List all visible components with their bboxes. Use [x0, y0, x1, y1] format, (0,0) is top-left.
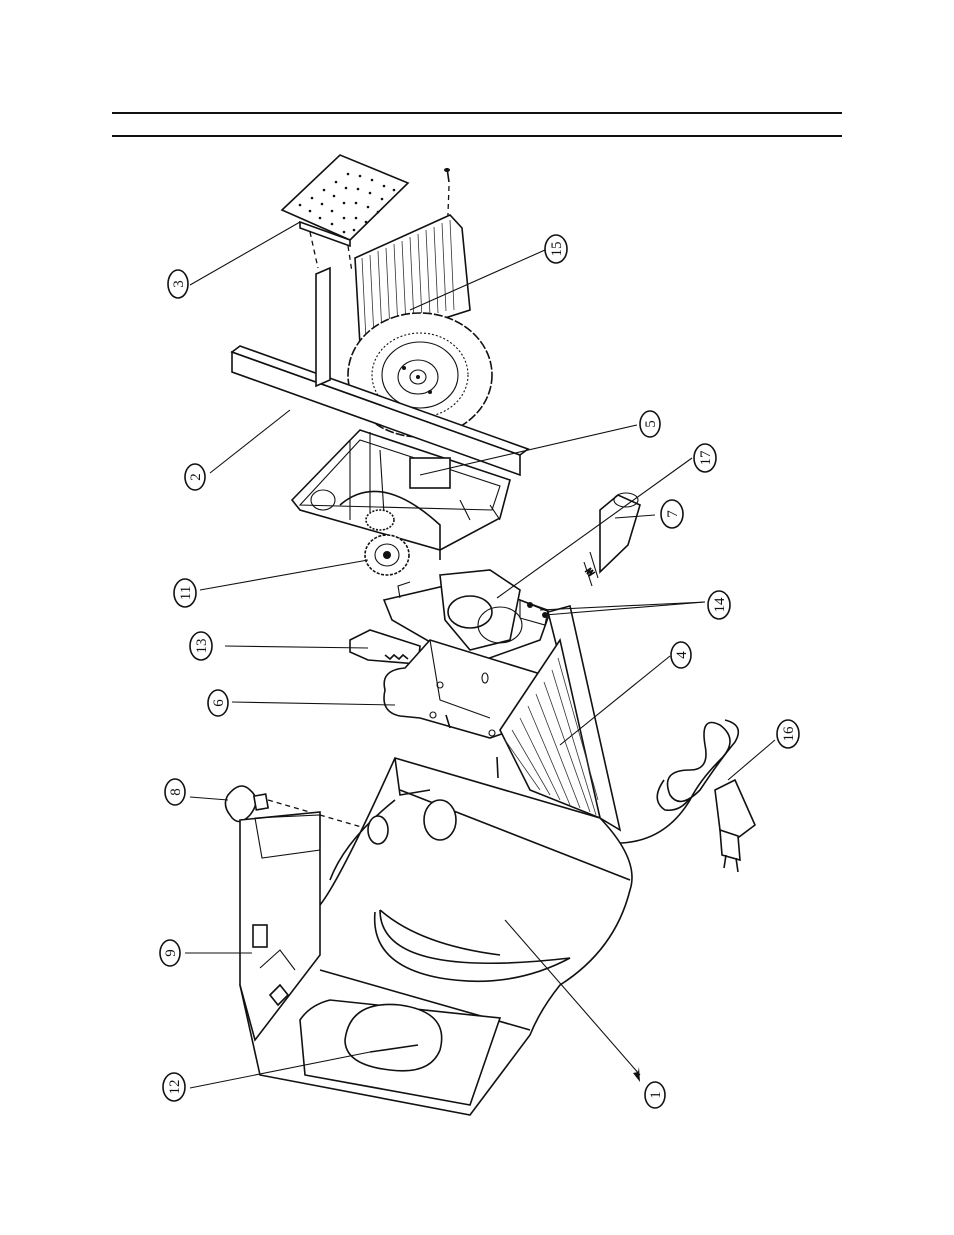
svg-text:3: 3 — [171, 280, 187, 288]
svg-text:12: 12 — [167, 1080, 183, 1095]
callout-16: 16 — [777, 720, 799, 748]
callout-13: 13 — [190, 632, 212, 660]
svg-text:11: 11 — [178, 586, 194, 600]
svg-text:15: 15 — [549, 242, 565, 257]
svg-text:4: 4 — [674, 651, 690, 659]
callout-9: 9 — [160, 940, 180, 966]
callout-5: 5 — [640, 411, 660, 437]
svg-text:7: 7 — [665, 510, 681, 518]
callout-17: 17 — [694, 444, 716, 472]
callout-3: 3 — [168, 270, 188, 298]
part-7-knob — [584, 493, 640, 586]
svg-text:2: 2 — [188, 473, 204, 481]
part-13-clip — [350, 630, 420, 664]
svg-text:6: 6 — [211, 699, 227, 707]
svg-text:14: 14 — [712, 597, 728, 613]
callout-6: 6 — [208, 690, 228, 716]
callout-1: 1 — [645, 1082, 665, 1108]
svg-text:17: 17 — [698, 450, 714, 466]
svg-text:8: 8 — [168, 788, 184, 796]
callout-4: 4 — [671, 642, 691, 668]
part-1-main-housing — [240, 758, 632, 1115]
callout-8: 8 — [165, 779, 185, 805]
callout-14: 14 — [708, 591, 730, 619]
svg-text:9: 9 — [163, 949, 179, 957]
svg-text:5: 5 — [643, 420, 659, 428]
callout-11: 11 — [174, 579, 196, 607]
callout-12: 12 — [163, 1073, 185, 1101]
svg-text:16: 16 — [781, 726, 797, 742]
svg-text:1: 1 — [648, 1091, 664, 1099]
callout-7: 7 — [661, 500, 683, 528]
callout-2: 2 — [185, 464, 205, 490]
callout-15: 15 — [545, 235, 567, 263]
svg-text:13: 13 — [194, 639, 210, 654]
